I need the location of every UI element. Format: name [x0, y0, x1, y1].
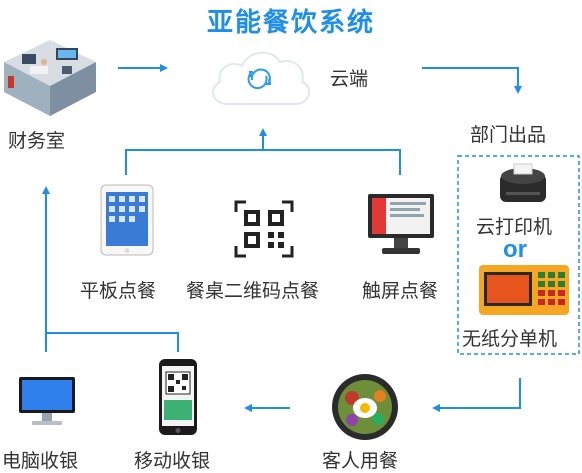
cloud-printer-icon	[500, 163, 546, 202]
qr-label: 餐桌二维码点餐	[186, 280, 320, 302]
mobile-label: 移动收银	[134, 450, 211, 472]
printer-group-box	[457, 155, 580, 355]
dept-output-label: 部门出品	[470, 124, 547, 146]
tablet-label: 平板点餐	[80, 280, 157, 302]
food-bowl-icon	[332, 374, 398, 440]
cloud-label: 云端	[330, 68, 369, 90]
desktop-monitor-icon	[19, 377, 75, 425]
qr-code-icon	[234, 200, 294, 258]
ordering-bus	[125, 149, 401, 175]
customer-label: 客人用餐	[322, 450, 399, 472]
cloud-icon	[212, 51, 311, 105]
touch-label: 触屏点餐	[362, 280, 439, 302]
touch-pos-icon	[368, 194, 434, 254]
finance-label: 财务室	[8, 130, 66, 152]
diagram-title: 亚能餐饮系统	[206, 8, 375, 38]
mobile-phone-icon	[159, 359, 197, 435]
tablet-icon	[100, 184, 154, 256]
finance-office-icon	[4, 40, 96, 116]
or-text: or	[503, 236, 527, 263]
pc-label: 电脑收银	[2, 450, 79, 472]
paperless-dispatcher-icon	[479, 265, 569, 315]
arrow-cloud-to-dept	[422, 67, 522, 94]
cloud-printer-label: 云打印机	[476, 216, 553, 238]
paperless-label: 无纸分单机	[462, 328, 558, 350]
arrow-dept-to-customer	[432, 378, 521, 412]
arrow-mobile-to-finance	[42, 186, 179, 352]
